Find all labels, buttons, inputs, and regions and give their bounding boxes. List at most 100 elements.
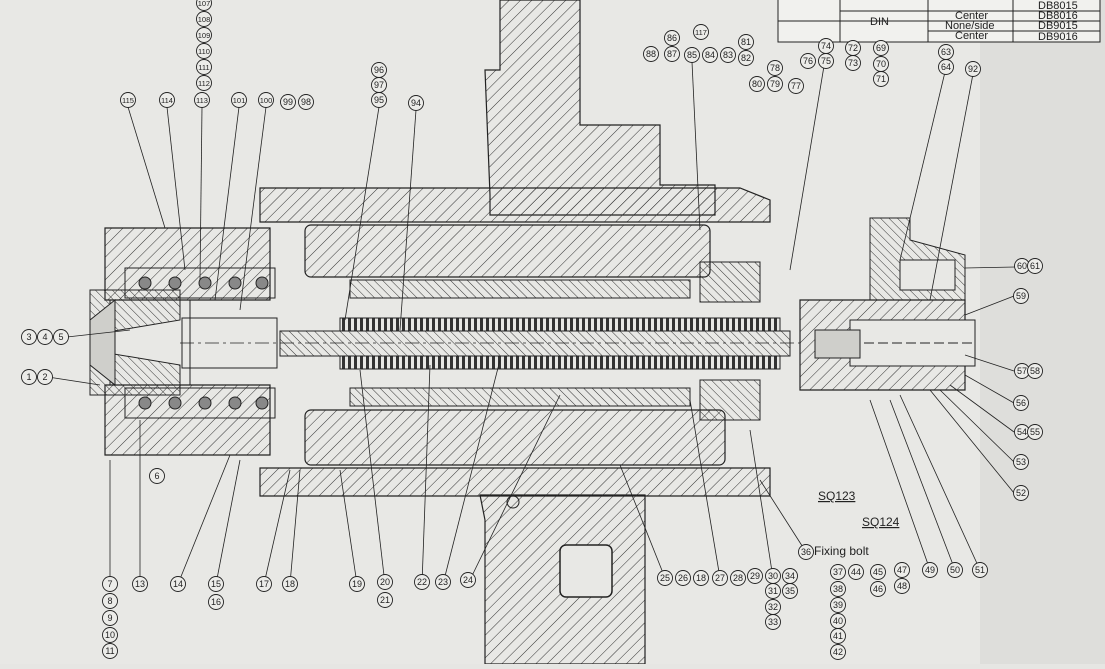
table-code-3: DB9015 xyxy=(1038,20,1078,32)
motor-section xyxy=(180,224,800,466)
callout-circle xyxy=(196,0,212,11)
front-bearings xyxy=(89,267,278,419)
callout-circle xyxy=(873,56,889,72)
callout-number: 112 xyxy=(198,79,210,88)
callout-circle xyxy=(1013,395,1029,411)
callout-circle xyxy=(922,562,938,578)
callout-circle xyxy=(377,592,393,608)
callout-circle xyxy=(298,94,314,110)
callout-number: 18 xyxy=(285,579,295,589)
callout-number: 13 xyxy=(135,579,145,589)
callout-number: 18 xyxy=(696,573,706,583)
callout-circle xyxy=(747,568,763,584)
callout-number: 24 xyxy=(463,575,473,585)
callout-number: 57 xyxy=(1017,366,1027,376)
callout-circle xyxy=(1027,424,1043,440)
callout-number: 76 xyxy=(803,56,813,66)
callout-number: 9 xyxy=(107,613,112,623)
callout-circle xyxy=(132,576,148,592)
callout-number: 14 xyxy=(173,579,183,589)
callout-circle xyxy=(675,570,691,586)
callout-circle xyxy=(37,329,53,345)
callout-circle xyxy=(947,562,963,578)
callout-number: 46 xyxy=(873,584,883,594)
callout-number: 28 xyxy=(733,573,743,583)
callout-number: 20 xyxy=(380,577,390,587)
callout-number: 64 xyxy=(941,62,951,72)
callout-number: 61 xyxy=(1030,261,1040,271)
table-type-2: Center xyxy=(955,10,988,22)
sq124-label: SQ124 xyxy=(862,515,900,529)
callout-number: 5 xyxy=(58,332,63,342)
callout-number: 85 xyxy=(687,50,697,60)
callout-number: 108 xyxy=(198,15,211,24)
callout-number: 97 xyxy=(374,80,384,90)
callout-circle xyxy=(1027,258,1043,274)
callout-circle xyxy=(873,40,889,56)
callout-circle xyxy=(894,578,910,594)
callout-circle xyxy=(738,50,754,66)
callout-circle xyxy=(414,574,430,590)
callout-circle xyxy=(712,570,728,586)
callout-number: 100 xyxy=(260,96,273,105)
callout-number: 30 xyxy=(768,571,778,581)
callout-circle xyxy=(765,583,781,599)
callout-circle xyxy=(231,92,247,108)
callout-number: 73 xyxy=(848,58,858,68)
callout-circle xyxy=(830,581,846,597)
callout-circle xyxy=(738,34,754,50)
callout-circle xyxy=(800,53,816,69)
callout-circle xyxy=(767,76,783,92)
callout-number: 96 xyxy=(374,65,384,75)
callout-circle xyxy=(664,46,680,62)
callout-circle xyxy=(765,614,781,630)
callout-number: 11 xyxy=(105,646,114,656)
callout-number: 81 xyxy=(741,37,751,47)
callout-number: 95 xyxy=(374,95,384,105)
callout-circle xyxy=(53,329,69,345)
table-code-2: DB8016 xyxy=(1038,10,1078,22)
callout-number: 42 xyxy=(833,647,843,657)
callout-number: 111 xyxy=(198,63,209,72)
callout-number: 40 xyxy=(833,616,843,626)
callout-circle xyxy=(196,27,212,43)
callout-number: 35 xyxy=(785,586,795,596)
rear-assembly xyxy=(699,217,976,421)
callout-circle xyxy=(208,594,224,610)
callout-circle xyxy=(256,576,272,592)
callout-number: 17 xyxy=(259,579,269,589)
callout-circle xyxy=(749,76,765,92)
callout-number: 15 xyxy=(211,579,221,589)
callout-circle xyxy=(37,369,53,385)
callout-circle xyxy=(693,24,709,40)
callout-circle xyxy=(782,583,798,599)
annotations: SQ123 SQ124 Fixing bolt xyxy=(814,489,900,558)
callout-circle xyxy=(282,576,298,592)
callout-number: 77 xyxy=(791,81,801,91)
table-group-din: DIN xyxy=(870,16,889,28)
callout-number: 27 xyxy=(715,573,725,583)
callout-number: 7 xyxy=(107,579,112,589)
callout-circle xyxy=(371,62,387,78)
callout-circle xyxy=(408,95,424,111)
callout-number: 114 xyxy=(161,96,173,105)
callout-circle xyxy=(730,570,746,586)
callout-number: 59 xyxy=(1016,291,1026,301)
callout-number: 6 xyxy=(154,471,159,481)
callout-number: 72 xyxy=(848,43,858,53)
callout-number: 113 xyxy=(196,96,208,105)
callout-circle xyxy=(830,644,846,660)
table-type-4: Center xyxy=(955,30,988,42)
callout-circle xyxy=(102,610,118,626)
callout-circle xyxy=(460,572,476,588)
callout-number: 92 xyxy=(968,64,978,74)
table-type-3: None/side xyxy=(945,20,995,32)
callout-circle xyxy=(196,75,212,91)
callout-number: 75 xyxy=(821,56,831,66)
callout-circle xyxy=(435,574,451,590)
callout-number: 94 xyxy=(411,98,421,108)
callout-number: 4 xyxy=(42,332,47,342)
callout-number: 25 xyxy=(660,573,670,583)
